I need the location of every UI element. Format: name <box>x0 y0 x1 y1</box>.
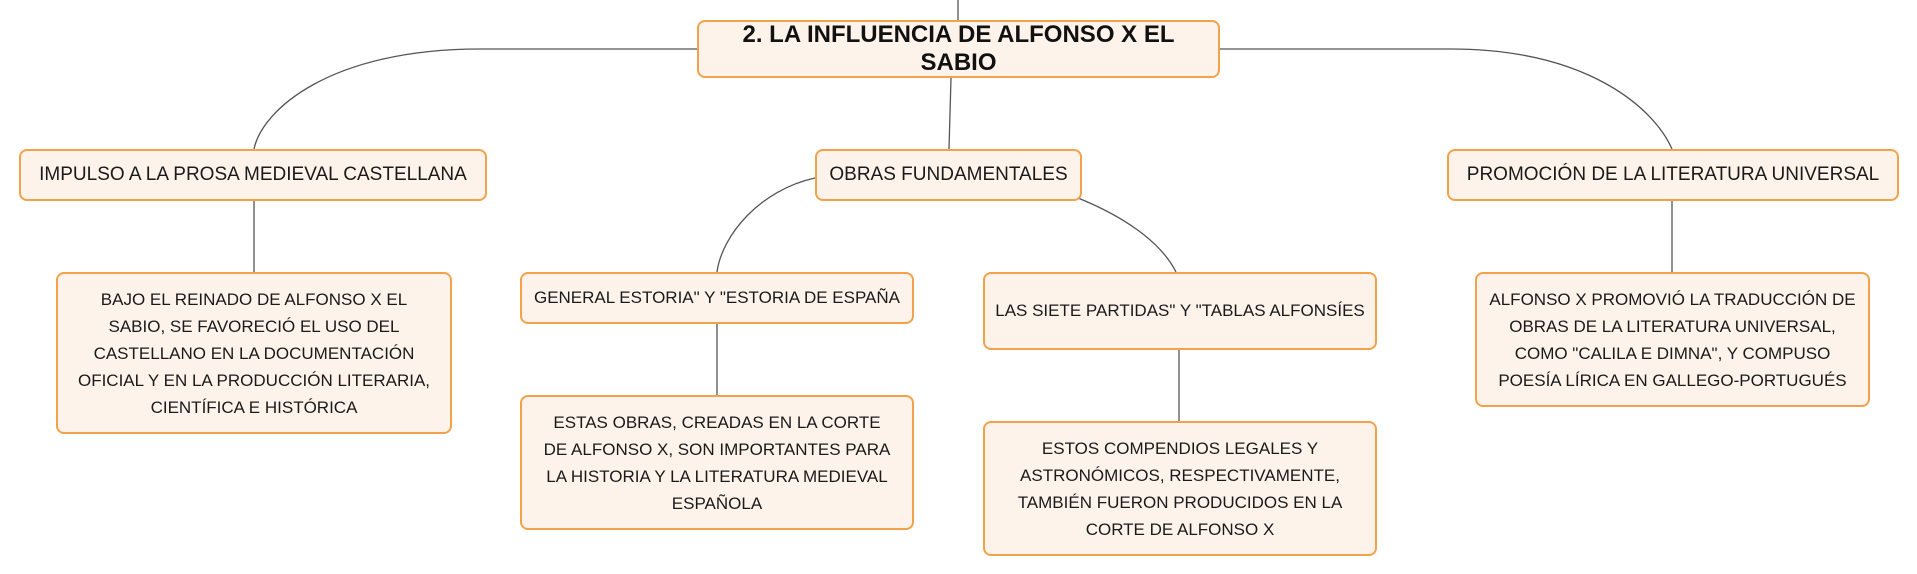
detail-literatura-universal-text: ALFONSO X PROMOVIÓ LA TRADUCCIÓN DE OBRA… <box>1489 289 1856 390</box>
branch-prosa-medieval-label: IMPULSO A LA PROSA MEDIEVAL CASTELLANA <box>39 164 467 185</box>
branch-obras-fundamentales[interactable]: OBRAS FUNDAMENTALES <box>815 149 1082 201</box>
branch-literatura-universal[interactable]: PROMOCIÓN DE LA LITERATURA UNIVERSAL <box>1447 149 1899 201</box>
connector-root-to-right <box>1220 48 1673 150</box>
subtopic-siete-partidas[interactable]: LAS SIETE PARTIDAS" Y "TABLAS ALFONSÍES <box>983 272 1377 350</box>
detail-general-estoria-text: ESTAS OBRAS, CREADAS EN LA CORTE DE ALFO… <box>543 412 891 513</box>
detail-prosa-medieval-text: BAJO EL REINADO DE ALFONSO X EL SABIO, S… <box>77 289 431 417</box>
connector-root-to-left <box>253 48 697 150</box>
branch-literatura-universal-label: PROMOCIÓN DE LA LITERATURA UNIVERSAL <box>1466 164 1880 185</box>
subtopic-general-estoria[interactable]: GENERAL ESTORIA" Y "ESTORIA DE ESPAÑA <box>520 272 914 324</box>
connector-root-to-center <box>948 77 952 150</box>
root-topic[interactable]: 2. LA INFLUENCIA DE ALFONSO X EL SABIO <box>697 20 1220 78</box>
detail-general-estoria[interactable]: ESTAS OBRAS, CREADAS EN LA CORTE DE ALFO… <box>520 395 914 530</box>
detail-siete-partidas-text: ESTOS COMPENDIOS LEGALES Y ASTRONÓMICOS,… <box>1017 438 1343 539</box>
detail-siete-partidas[interactable]: ESTOS COMPENDIOS LEGALES Y ASTRONÓMICOS,… <box>983 421 1377 556</box>
branch-obras-fundamentales-label: OBRAS FUNDAMENTALES <box>829 164 1068 185</box>
subtopic-siete-partidas-label: LAS SIETE PARTIDAS" Y "TABLAS ALFONSÍES <box>995 301 1365 320</box>
detail-prosa-medieval[interactable]: BAJO EL REINADO DE ALFONSO X EL SABIO, S… <box>56 272 452 434</box>
root-topic-label: 2. LA INFLUENCIA DE ALFONSO X EL SABIO <box>742 21 1175 76</box>
detail-literatura-universal[interactable]: ALFONSO X PROMOVIÓ LA TRADUCCIÓN DE OBRA… <box>1475 272 1870 407</box>
branch-prosa-medieval[interactable]: IMPULSO A LA PROSA MEDIEVAL CASTELLANA <box>19 149 487 201</box>
subtopic-general-estoria-label: GENERAL ESTORIA" Y "ESTORIA DE ESPAÑA <box>533 288 901 307</box>
connector-center-to-sub-right <box>1077 197 1177 273</box>
connector-center-to-sub-left <box>716 177 816 273</box>
